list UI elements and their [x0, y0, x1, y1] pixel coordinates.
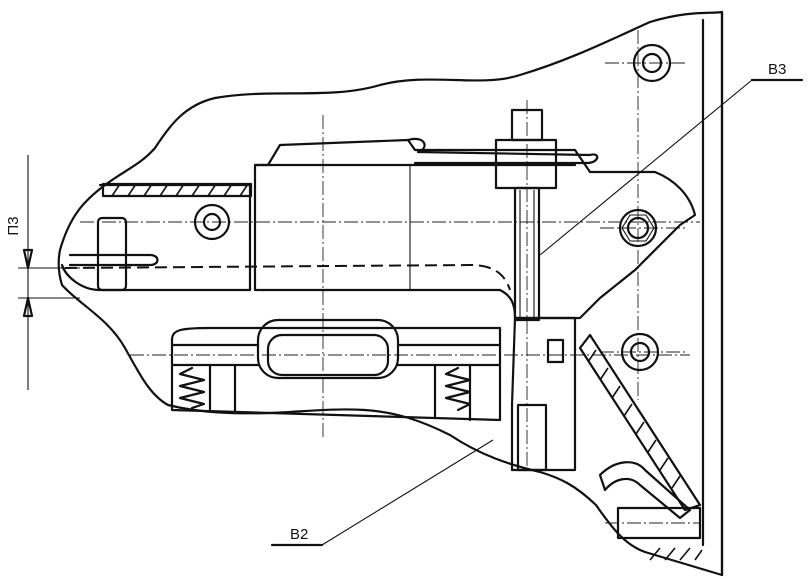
housing-break-outline [57, 10, 724, 577]
barrel-core [266, 333, 390, 377]
dimension-label: П3 [5, 216, 22, 235]
spring-left [178, 366, 206, 410]
hidden-edge-line [64, 263, 511, 291]
slider-key [546, 338, 565, 364]
spring-housing [170, 326, 502, 422]
leader-line-b2 [321, 439, 494, 546]
slider-pin [516, 403, 548, 472]
mounting-hole-left [193, 203, 231, 241]
left-pin-head [68, 253, 159, 267]
label-b2: В2 [290, 526, 308, 543]
foot-hatch [649, 547, 703, 561]
mounting-hole-top [632, 43, 672, 83]
vertical-bolt [494, 108, 558, 322]
slider-block [510, 316, 577, 472]
hatched-strip-top-marks [111, 183, 249, 197]
label-b3: В3 [768, 61, 786, 78]
lever-body [253, 138, 697, 320]
leader-line-b3 [539, 79, 753, 256]
mounting-hole-low [620, 332, 660, 372]
diagonal-strip [578, 333, 702, 512]
left-bracket [60, 183, 252, 292]
hatched-strip-top [101, 182, 253, 198]
mounting-hole-mid [618, 208, 658, 248]
central-barrel [256, 318, 400, 380]
curved-strip [598, 461, 692, 520]
spring-right [444, 366, 472, 412]
dimension-p3 [18, 155, 80, 390]
spring-clip [406, 137, 599, 165]
diagonal-strip-marks [587, 349, 681, 489]
